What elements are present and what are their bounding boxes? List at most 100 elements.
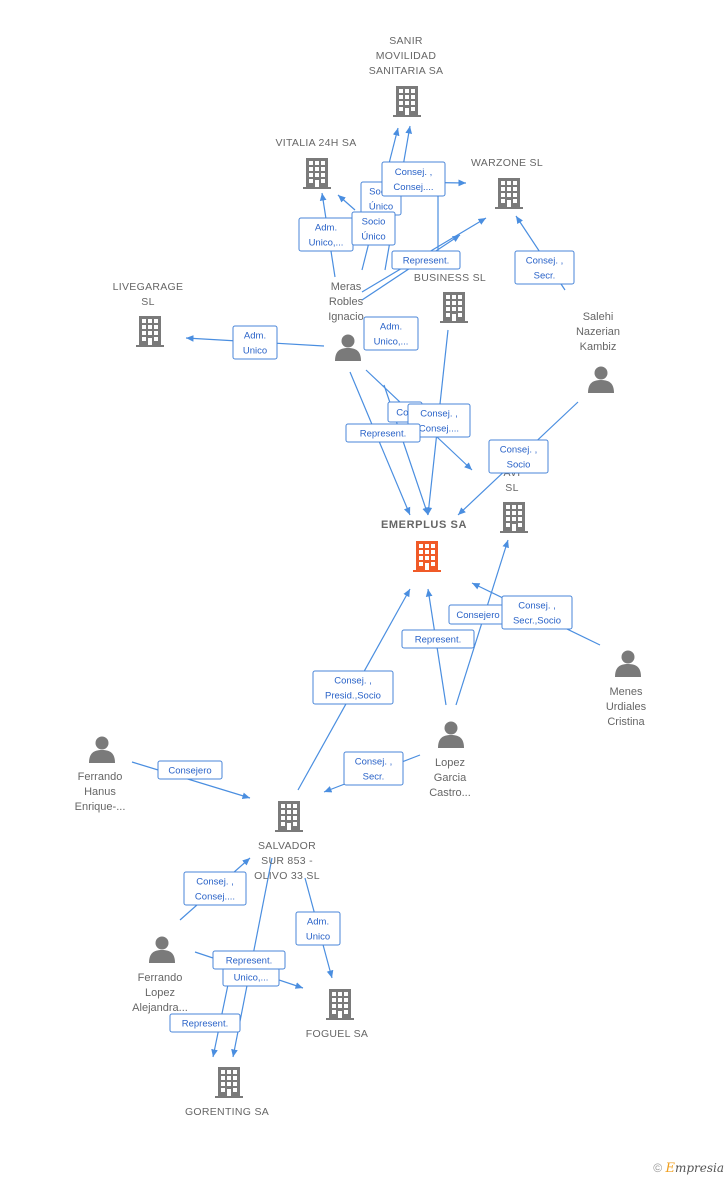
edge-label-salehi-emerplus[interactable]: Consej. ,Socio: [488, 439, 549, 474]
person-name-line: Lopez: [435, 757, 465, 769]
edge-label-menes-emerplus-consej[interactable]: Consej. , Secr.,Socio: [501, 595, 573, 630]
edge-label-hanus-salvador[interactable]: Consejero: [157, 760, 223, 780]
person-node-lopez[interactable]: LopezGarciaCastro...: [429, 721, 471, 800]
edge-label-text: Represent.: [226, 956, 272, 967]
person-icon: [335, 334, 361, 361]
person-icon: [615, 650, 641, 677]
edge-label-text: Represent.: [415, 635, 461, 646]
edge-label-text: Unico,...: [374, 337, 409, 348]
person-node-hanus[interactable]: FerrandoHanusEnrique-...: [75, 736, 126, 814]
company-name-line: FOGUEL SA: [306, 1028, 368, 1040]
edge-label-meras-emerplus-repr[interactable]: Represent.: [345, 423, 421, 443]
person-name-line: Ignacio: [328, 311, 363, 323]
company-name-line: GORENTING SA: [185, 1106, 269, 1118]
edge-label-text: Represent.: [403, 256, 449, 267]
person-name-line: Salehi: [583, 311, 614, 323]
edge-label-box: [345, 423, 421, 443]
edge-label-salehi-warzone[interactable]: Consej. ,Secr.: [514, 250, 575, 285]
edge-label-box: [501, 595, 573, 630]
company-node-foguel[interactable]: FOGUEL SA: [306, 989, 368, 1040]
relationship-edge: [337, 194, 356, 211]
person-node-alejandra[interactable]: FerrandoLopezAlejandra...: [132, 936, 188, 1015]
edge-label-text: Consej. ,: [500, 445, 538, 456]
edge-label-text: Unico,...: [309, 238, 344, 249]
edge-label-text: Presid.,Socio: [325, 691, 381, 702]
person-name-line: Alejandra...: [132, 1002, 188, 1014]
edge-label-meras-business[interactable]: Adm. Unico,...: [363, 316, 419, 351]
edge-label-box: [212, 950, 286, 970]
edge-label-meras-livegarage[interactable]: Adm. Unico: [232, 325, 278, 360]
edge-label-box: [391, 250, 461, 270]
edge-label-alejandra-foguel-unico[interactable]: Unico,...: [222, 967, 280, 987]
edge-label-alejandra-salvador[interactable]: Consej. ,Consej....: [183, 871, 247, 906]
company-name-line: SUR 853 -: [261, 855, 313, 867]
person-name-line: Cristina: [607, 716, 645, 728]
edge-label-text: Consej. ,: [355, 757, 393, 768]
building-icon: [136, 316, 164, 347]
edge-label-text: Adm.: [244, 331, 266, 342]
edge-label-text: Consejero: [168, 766, 211, 777]
company-node-avi[interactable]: AVISL: [500, 467, 528, 533]
person-name-line: Hanus: [84, 786, 116, 798]
edge-label-box: [488, 439, 549, 474]
edge-label-menes-emerplus-consejero[interactable]: Consejero: [448, 604, 508, 625]
building-icon: [393, 86, 421, 117]
person-name-line: Menes: [609, 686, 643, 698]
edge-label-text: Secr.,Socio: [513, 616, 561, 627]
relationship-edge: [349, 371, 411, 516]
person-name-line: Urdiales: [606, 701, 647, 713]
company-node-gorenting[interactable]: GORENTING SA: [185, 1067, 269, 1118]
edge-label-text: Consej. ,: [526, 256, 564, 267]
person-icon: [149, 936, 175, 963]
building-icon: [495, 178, 523, 209]
edge-label-box: [232, 325, 278, 360]
person-name-line: Castro...: [429, 787, 471, 799]
edge-label-lopez-emerplus-repr[interactable]: Represent.: [401, 629, 475, 649]
edge-label-text: Con: [396, 408, 413, 419]
person-name-line: Lopez: [145, 987, 175, 999]
edge-label-box: [312, 670, 394, 705]
edge-label-meras-vitalia[interactable]: Adm.Unico,...: [298, 217, 354, 252]
person-icon: [438, 721, 464, 748]
edge-label-meras-sanir-consej[interactable]: Consej. ,Consej....: [381, 161, 446, 197]
edge-label-alejandra-foguel-repr[interactable]: Represent.: [212, 950, 286, 970]
company-name-line: SANITARIA SA: [369, 65, 444, 77]
edge-label-lopez-salvador[interactable]: Consej. ,Secr.: [343, 751, 404, 786]
edge-label-text: Unico: [243, 346, 267, 357]
edge-label-text: Adm.: [380, 322, 402, 333]
person-name-line: Robles: [329, 296, 364, 308]
brand-logo-rest: mpresia: [674, 1161, 724, 1175]
edge-label-salvador-emerplus[interactable]: Consej. ,Presid.,Socio: [312, 670, 394, 705]
edge-label-text: Consej. ,: [518, 601, 556, 612]
edge-label-text: Socio: [362, 217, 386, 228]
company-name-line: SANIR: [389, 35, 423, 47]
edge-label-text: Adm.: [307, 917, 329, 928]
company-name-line: SL: [505, 482, 518, 494]
company-node-vitalia[interactable]: VITALIA 24H SA: [275, 137, 356, 189]
edge-label-box: [343, 751, 404, 786]
company-node-emerplus[interactable]: EMERPLUS SA: [381, 519, 467, 572]
edge-label-box: [295, 911, 341, 946]
relationship-edge: [131, 761, 251, 800]
building-icon: [215, 1067, 243, 1098]
person-name-line: Nazerian: [576, 326, 620, 338]
edge-label-box: [351, 211, 396, 246]
edge-label-salvador-foguel[interactable]: Adm.Unico: [295, 911, 341, 946]
edge-label-text: Consej....: [195, 892, 235, 903]
person-icon: [89, 736, 115, 763]
building-icon: [326, 989, 354, 1020]
building-icon: [500, 502, 528, 533]
edge-label-alejandra-gorenting[interactable]: Represent.: [169, 1013, 241, 1033]
edge-label-meras-emerplus-consej[interactable]: Consej. ,Consej....: [407, 403, 471, 438]
edge-label-meras-warzone-repr[interactable]: Represent.: [391, 250, 461, 270]
company-node-warzone[interactable]: WARZONE SL: [471, 157, 543, 209]
footer-brand: © Empresia: [653, 1161, 724, 1176]
